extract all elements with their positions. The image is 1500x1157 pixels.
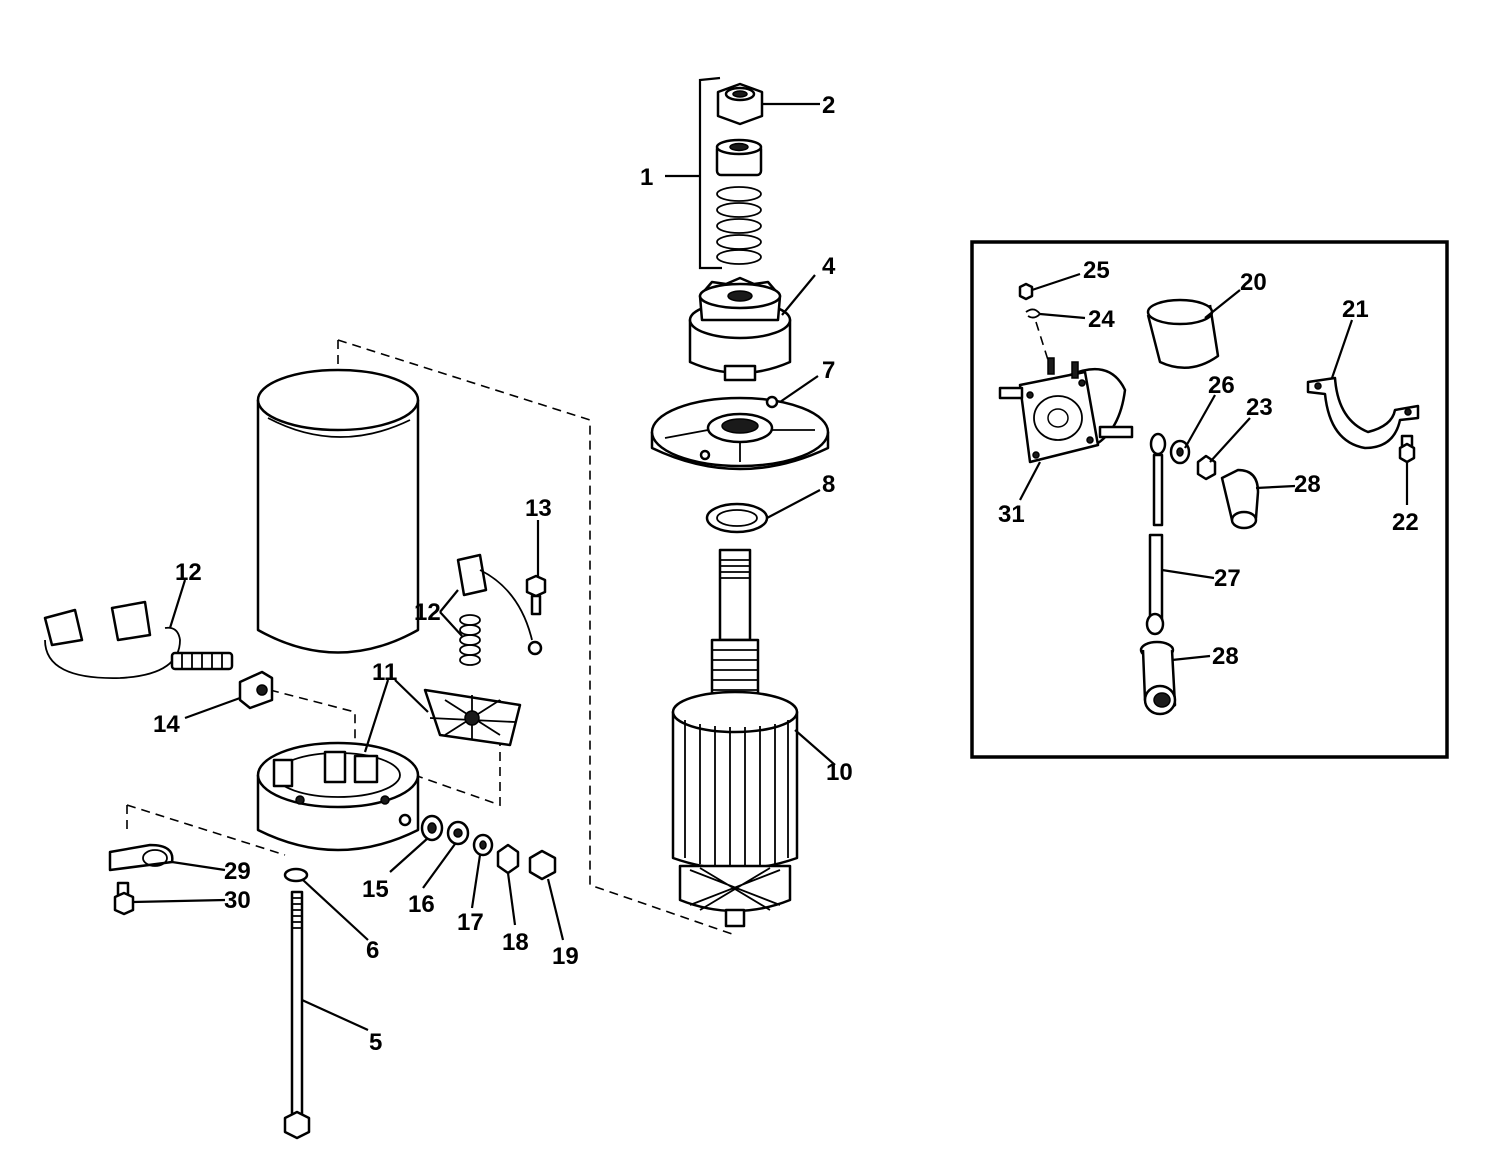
callout-12-right: 12 <box>414 599 441 626</box>
callout-26: 26 <box>1208 372 1235 399</box>
callout-6: 6 <box>366 937 379 964</box>
inset-solenoid-panel: 25 24 20 21 26 23 28 22 31 27 28 <box>970 240 1449 759</box>
callout-14: 14 <box>153 711 180 738</box>
callout-19: 19 <box>552 943 579 970</box>
part-6-lockwasher <box>283 867 309 883</box>
part-26-washer <box>1169 439 1191 465</box>
callout-1: 1 <box>640 164 653 191</box>
callout-15: 15 <box>362 876 389 903</box>
part-24-lockwasher <box>1025 308 1042 319</box>
callout-25: 25 <box>1083 257 1110 284</box>
callout-28-lower: 28 <box>1212 643 1239 670</box>
callout-2: 2 <box>822 92 835 119</box>
part-27-cable <box>1145 432 1167 636</box>
part-4-pinion-gear <box>688 276 792 382</box>
part-22-screw <box>1398 434 1416 464</box>
callout-12-left: 12 <box>175 559 202 586</box>
callout-28-upper: 28 <box>1294 471 1321 498</box>
part-30-screw <box>113 881 135 916</box>
callout-11: 11 <box>372 659 397 686</box>
field-frame-housing <box>256 368 420 654</box>
callout-21: 21 <box>1342 296 1369 323</box>
callout-7: 7 <box>822 357 835 384</box>
part-10-armature <box>671 548 799 928</box>
part-13-screw <box>525 574 547 616</box>
part-20-boot <box>1146 298 1220 369</box>
callout-23: 23 <box>1246 394 1273 421</box>
callout-31: 31 <box>998 501 1025 528</box>
callout-17: 17 <box>457 909 484 936</box>
hardware-15-19 <box>420 814 557 881</box>
callout-20: 20 <box>1240 269 1267 296</box>
part-31-solenoid <box>998 357 1134 464</box>
part-5-through-bolt <box>283 890 311 1140</box>
part-12-brush-set-left <box>43 600 234 679</box>
part-2-nut <box>716 82 764 126</box>
callout-10: 10 <box>826 759 853 786</box>
part-7-drive-end-cap <box>650 395 830 471</box>
callout-22: 22 <box>1392 509 1419 536</box>
part-28-boot-lower <box>1139 640 1177 716</box>
callouts-main: 2 1 4 7 8 10 11 12 12 13 14 15 16 17 18 … <box>153 92 853 1056</box>
callout-27: 27 <box>1214 565 1241 592</box>
callout-29: 29 <box>224 858 251 885</box>
assembly-guide-lines <box>126 339 736 936</box>
part-12-brush-spring <box>456 553 543 666</box>
callout-13: 13 <box>525 495 552 522</box>
part-25-nut <box>1018 282 1034 301</box>
leader-lines-main <box>132 102 836 1032</box>
part-1-drive-kit <box>698 76 763 270</box>
callout-30: 30 <box>224 887 251 914</box>
part-11-brush-holder <box>423 688 522 747</box>
callouts-inset: 25 24 20 21 26 23 28 22 31 27 28 <box>998 257 1419 670</box>
callout-24: 24 <box>1088 306 1115 333</box>
leader-lines-inset <box>1019 272 1409 662</box>
callout-16: 16 <box>408 891 435 918</box>
callout-8: 8 <box>822 471 835 498</box>
part-29-clamp <box>108 843 174 872</box>
part-14-terminal-block <box>238 670 274 710</box>
commutator-end-cap <box>256 741 420 852</box>
part-28-boot-upper <box>1220 468 1260 530</box>
callout-18: 18 <box>502 929 529 956</box>
part-21-bracket <box>1306 376 1420 450</box>
part-8-washer <box>705 502 769 534</box>
callout-5: 5 <box>369 1029 382 1056</box>
callout-4: 4 <box>822 253 836 280</box>
